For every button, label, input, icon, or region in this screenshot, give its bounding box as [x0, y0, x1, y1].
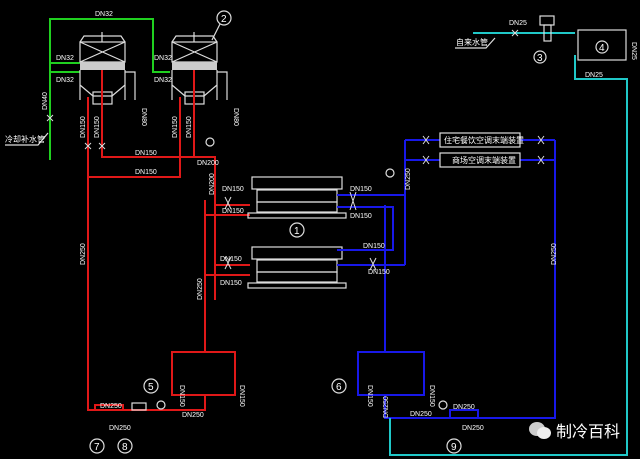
cooling-tower-2	[171, 10, 232, 105]
dn-label: DN150	[135, 150, 157, 157]
dn-label: DN250	[80, 243, 87, 265]
equipment-markers: 1 2 3 4 5 6 7 8 9	[89, 14, 609, 454]
dn-label: DN250	[109, 425, 131, 432]
makeup-pipe-label: 冷却补水管	[5, 134, 45, 144]
dn-label: DN25	[509, 20, 527, 27]
dn-label: DN150	[350, 213, 372, 220]
svg-text:7: 7	[94, 442, 100, 453]
cooling-tower-1	[79, 32, 136, 105]
pipe-callouts: 冷却补水管 自来水管	[5, 37, 496, 146]
dn-label: DN200	[197, 160, 219, 167]
watermark-text: 制冷百科	[556, 422, 621, 441]
marker-9: 9	[446, 438, 462, 454]
dn-label: DN150	[363, 243, 385, 250]
marker-1: 1	[294, 226, 300, 237]
svg-text:9: 9	[451, 442, 457, 453]
dn-label: DN250	[182, 412, 204, 419]
valves	[46, 29, 545, 271]
svg-text:5: 5	[148, 382, 154, 393]
dn-label: DN150	[428, 385, 435, 407]
cooling-water-pipes	[87, 70, 250, 411]
dn-label: DN150	[368, 269, 390, 276]
dn-label: DN150	[80, 116, 87, 138]
dn-label: DN250	[197, 278, 204, 300]
svg-text:1: 1	[294, 226, 300, 237]
dn-label: DN150	[220, 256, 242, 263]
terminal-unit-mall: 商场空调末端装置	[452, 155, 516, 165]
watermark: 制冷百科	[528, 418, 620, 442]
dn-label: DN250	[551, 243, 558, 265]
marker-3: 3	[533, 50, 547, 64]
svg-text:8: 8	[122, 442, 128, 453]
dn-label: DN250	[462, 425, 484, 432]
dn-label: DN150	[222, 186, 244, 193]
dn-label: DN150	[178, 385, 185, 407]
dn-label: DN32	[154, 55, 172, 62]
dn-label: DN80	[140, 108, 147, 126]
dn-label: DN32	[154, 77, 172, 84]
chiller-2	[247, 246, 347, 289]
svg-text:4: 4	[599, 43, 605, 54]
dn-label: DN200	[209, 173, 216, 195]
dn-label: DN150	[220, 280, 242, 287]
dn-label: DN25	[630, 42, 637, 60]
dn-label: DN32	[95, 11, 113, 18]
dn-label: DN150	[366, 385, 373, 407]
marker-8: 8	[117, 438, 133, 454]
dn-label: DN150	[222, 208, 244, 215]
pipe-size-labels: DN32 DN32 DN32 DN32 DN32 DN40 DN80 DN80 …	[42, 11, 637, 432]
marker-5: 5	[143, 378, 159, 394]
dn-label: DN250	[453, 404, 475, 411]
dn-label: DN40	[42, 92, 49, 110]
dn-label: DN150	[135, 169, 157, 176]
dn-label: DN150	[172, 116, 179, 138]
terminal-unit-residential: 住宅餐饮空调末端装置	[444, 135, 524, 145]
makeup-water-pipes	[389, 15, 628, 456]
marker-2: 2	[221, 14, 227, 25]
dn-label: DN150	[238, 385, 245, 407]
dn-label: DN150	[350, 186, 372, 193]
dn-label: DN250	[383, 396, 390, 418]
dn-label: DN80	[232, 108, 239, 126]
dn-label: DN250	[405, 168, 412, 190]
dn-label: DN250	[410, 411, 432, 418]
tower-makeup-pipe	[49, 18, 170, 160]
marker-7: 7	[89, 438, 105, 454]
tap-water-label: 自来水管	[456, 37, 488, 47]
dn-label: DN150	[94, 116, 101, 138]
dn-label: DN25	[585, 72, 603, 79]
wechat-icon	[529, 422, 551, 439]
svg-text:2: 2	[221, 14, 227, 25]
dn-label: DN150	[186, 116, 193, 138]
dn-label: DN250	[100, 403, 122, 410]
terminal-units: 住宅餐饮空调末端装置 商场空调末端装置	[439, 132, 524, 168]
svg-text:6: 6	[336, 382, 342, 393]
gauges	[131, 137, 448, 411]
marker-4: 4	[595, 40, 609, 54]
dn-label: DN32	[56, 55, 74, 62]
svg-text:3: 3	[537, 53, 543, 64]
marker-6: 6	[331, 378, 347, 394]
dn-label: DN32	[56, 77, 74, 84]
chilled-water-pipes	[337, 139, 556, 419]
